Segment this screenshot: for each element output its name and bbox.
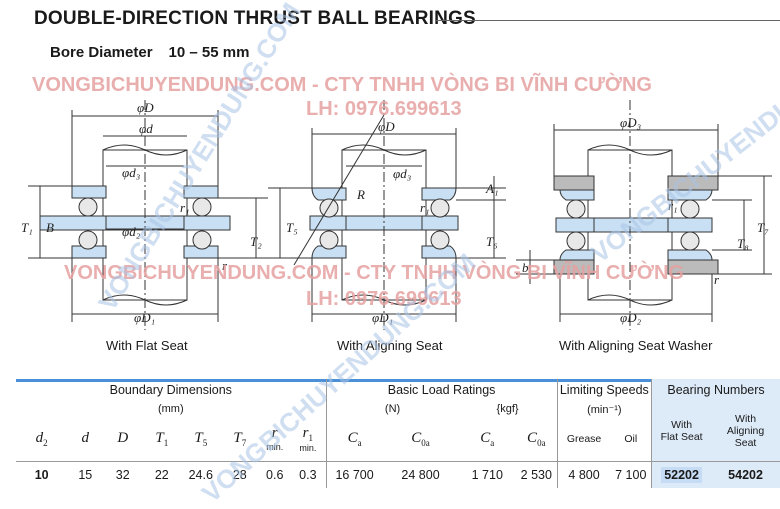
label-d2: φd₂	[122, 224, 141, 239]
bearing-drawings: φD φd φd₃ φd₂ φD₁ T₁ B T₂ r₁ r	[21, 100, 772, 330]
label-r1: r₁	[180, 200, 190, 215]
label-T8: T₈	[737, 236, 749, 251]
sym-C0a-n: C0a	[411, 429, 430, 448]
figure-aligning-seat-washer-labels: φD₃ r₁ T₇ T₈ b r φD₂	[522, 115, 769, 325]
group-load: Basic Load Ratings	[325, 379, 558, 401]
cell-r1: 0.3	[290, 460, 327, 488]
label-T5: T₅	[286, 220, 298, 235]
label-T1: T₁	[21, 220, 33, 235]
cell-grease: 4 800	[556, 460, 611, 488]
label-b: b	[522, 260, 529, 275]
sym-d: d	[81, 430, 90, 447]
table-row: 10 15 32 22 24.6 28 0.6 0.3 16 700 24 80…	[16, 460, 780, 488]
group-boundary: Boundary Dimensions	[109, 383, 232, 397]
figure-aligning-seat-washer	[516, 100, 772, 330]
cell-T7: 28	[220, 460, 260, 488]
figure-aligning-seat-labels: φD φd₃ R A₁ T₅ T₆ r₁ φD₁	[286, 119, 498, 325]
cell-C0a-n: 24 800	[382, 460, 459, 488]
label-D3: φD₃	[620, 115, 641, 130]
label-D1: φD₁	[134, 310, 155, 325]
sym-T5: T5	[194, 429, 208, 448]
label-D: φD	[137, 100, 154, 115]
label-B: B	[46, 220, 54, 235]
bore-label: Bore Diameter	[50, 44, 153, 61]
title-rule	[435, 20, 780, 21]
group-speed: Limiting Speeds	[556, 379, 652, 401]
label-D2: φD₂	[620, 310, 642, 325]
caption-flat-seat: With Flat Seat	[106, 338, 188, 353]
label-d3: φd₃	[122, 165, 140, 180]
watermark-line2: LH: 0976.699613	[306, 98, 462, 120]
page-title: DOUBLE-DIRECTION THRUST BALL BEARINGS	[34, 8, 476, 29]
figure-flat-seat	[28, 100, 268, 330]
group-numbers: Bearing Numbers	[651, 379, 780, 401]
label-r: r	[222, 258, 228, 273]
cell-flat-number: 52202	[651, 460, 712, 488]
label-r1: r₁	[420, 200, 430, 215]
sym-oil: Oil	[624, 433, 638, 446]
cell-d2: 10	[16, 460, 68, 488]
sym-C0a-k: C0a	[527, 429, 546, 448]
cell-C0a-k: 2 530	[516, 460, 558, 488]
cell-T5: 24.6	[181, 460, 221, 488]
caption-aligning-seat-washer: With Aligning Seat Washer	[559, 338, 713, 353]
label-D1: φD₁	[372, 310, 393, 325]
cell-oil: 7 100	[610, 460, 652, 488]
sym-D: D	[117, 430, 129, 447]
label-r1: r₁	[668, 198, 678, 213]
caption-aligning-seat: With Aligning Seat	[337, 338, 443, 353]
watermark-line2b: LH: 0976.699613	[306, 288, 462, 310]
figure-aligning-seat	[268, 100, 506, 330]
label-r: r	[714, 272, 720, 287]
cell-T1: 22	[142, 460, 182, 488]
bore-value: 10 – 55 mm	[168, 44, 250, 61]
figure-flat-seat-labels: φD φd φd₃ φd₂ φD₁ T₁ B T₂ r₁ r	[21, 100, 262, 325]
label-T6: T₆	[486, 234, 498, 249]
cell-Ca-k: 1 710	[458, 460, 517, 488]
label-d: φd	[139, 121, 153, 136]
label-T7: T₇	[757, 220, 769, 235]
sym-Ca-k: Ca	[480, 429, 495, 448]
unit-kgf: {kgf}	[496, 403, 519, 415]
sym-T1: T1	[155, 429, 169, 448]
watermark-line1: VONGBICHUYENDUNG.COM - CTY TNHH VÒNG BI …	[32, 74, 652, 96]
specs-table: Boundary Dimensions Basic Load Ratings L…	[16, 379, 780, 488]
cell-d: 15	[67, 460, 104, 488]
watermark-line1b: VONGBICHUYENDUNG.COM - CTY TNHH VÒNG BI …	[64, 262, 684, 284]
cell-aligning-number: 54202	[711, 460, 780, 488]
cell-D: 32	[103, 460, 143, 488]
label-R: R	[356, 187, 365, 202]
group-header-row: Boundary Dimensions Basic Load Ratings L…	[16, 379, 780, 401]
label-D: φD	[378, 119, 395, 134]
cell-Ca-n: 16 700	[325, 460, 383, 488]
bore-diameter: Bore Diameter 10 – 55 mm	[50, 44, 249, 61]
sym-T7: T7	[233, 429, 247, 448]
sym-grease: Grease	[556, 417, 611, 461]
label-A1: A₁	[485, 181, 498, 196]
label-d3: φd₃	[393, 166, 411, 181]
unit-n: (N)	[325, 401, 459, 417]
cell-r: 0.6	[259, 460, 291, 488]
sym-Ca-n: Ca	[325, 417, 383, 461]
label-T2: T₂	[250, 234, 262, 249]
unit-mm: (mm)	[157, 403, 184, 415]
sym-d2: d2	[35, 429, 48, 448]
unit-min: (min⁻¹)	[556, 401, 652, 417]
